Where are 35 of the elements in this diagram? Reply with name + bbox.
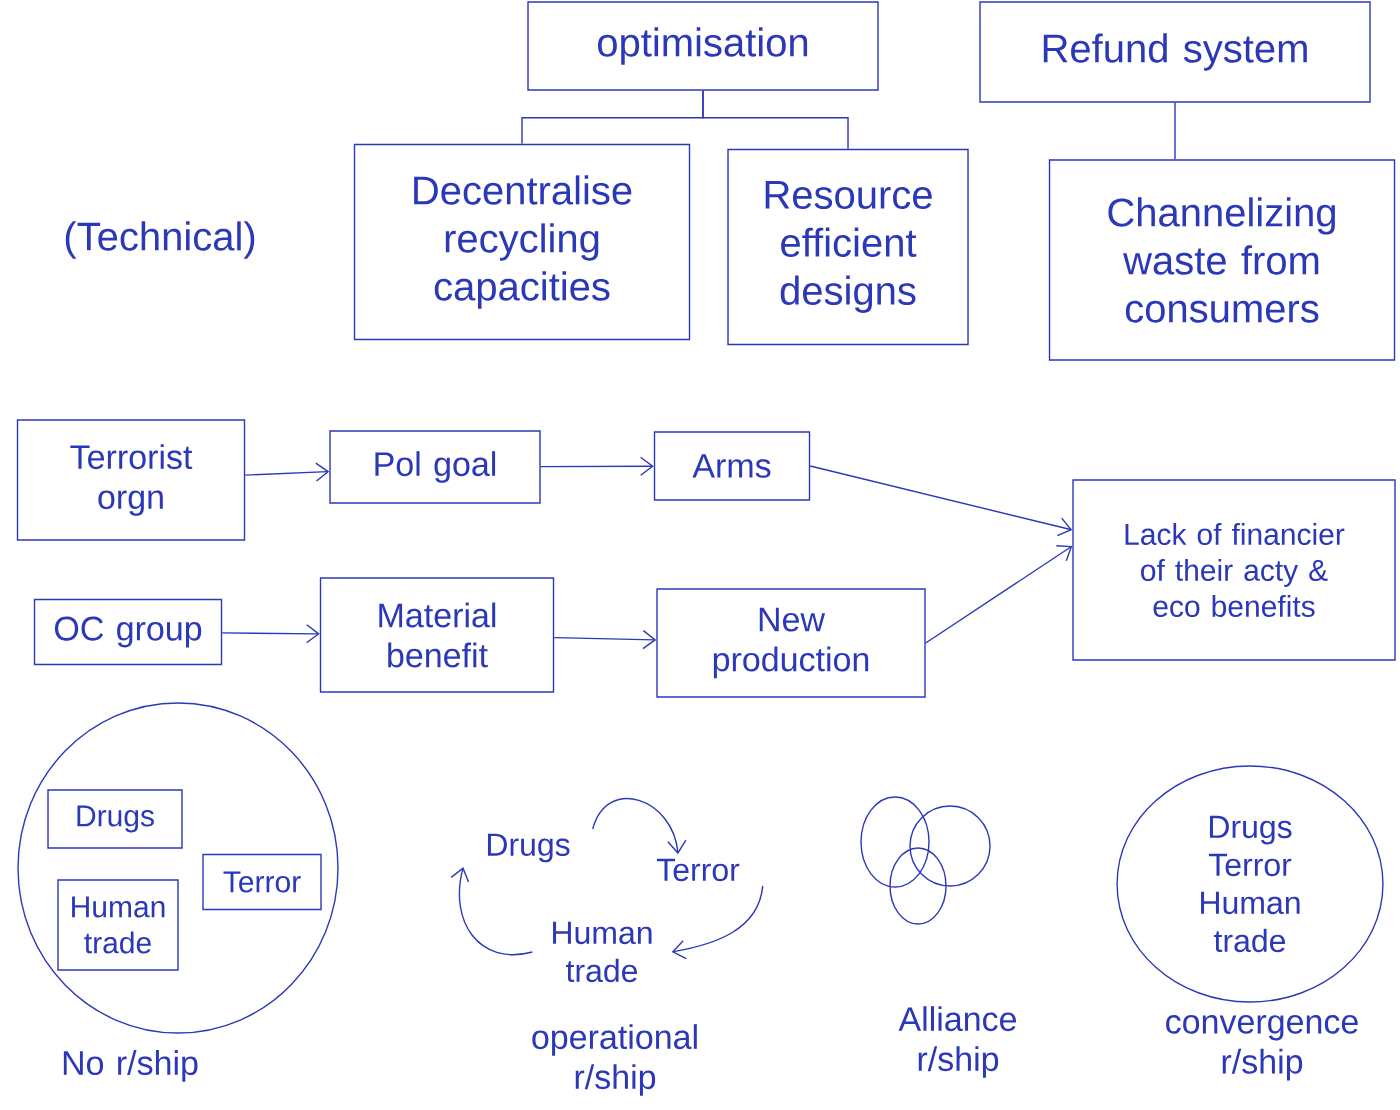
process-box: Decentralise recycling capacities (353, 143, 691, 341)
label: operational r/ship (532, 1024, 697, 1096)
arrow (809, 465, 1073, 537)
process-box: Channelizing waste from consumers (1048, 159, 1396, 361)
connector-line (1174, 102, 1176, 160)
process-box: Terrorist orgn (16, 419, 246, 541)
process-box: Resource efficient designs (727, 148, 969, 346)
arrow (592, 797, 687, 855)
node-label: convergence r/ship (1166, 1015, 1358, 1081)
connector-line (702, 90, 849, 150)
node-label: No r/ship (63, 1050, 198, 1082)
ellipse (17, 702, 339, 1034)
process-box: New production (656, 588, 926, 698)
process-box: Terror (202, 853, 322, 911)
process-box: Human trade (57, 879, 179, 971)
process-box: OC group (33, 598, 223, 666)
arrow (244, 462, 330, 482)
process-box: Drugs (47, 789, 183, 849)
text-label: Terror (656, 858, 740, 882)
process-box: Refund system (979, 1, 1371, 103)
arrow (925, 545, 1073, 644)
process-box: Lack of financier of their acty & eco benefits (1072, 479, 1396, 661)
arrow (671, 885, 764, 960)
label: Alliance r/ship (898, 1006, 1016, 1078)
text-label: Drugs (487, 833, 570, 863)
arrow (221, 624, 320, 644)
arrow (540, 456, 654, 476)
process-box: optimisation (527, 1, 879, 91)
process-box: Material benefit (319, 577, 555, 693)
text-label: Human trade (553, 921, 652, 983)
process-box: Arms (653, 431, 811, 501)
arrow (450, 867, 533, 956)
label: (Technical) (65, 221, 255, 259)
arrow (553, 629, 657, 650)
process-box: Pol goal (329, 430, 541, 504)
